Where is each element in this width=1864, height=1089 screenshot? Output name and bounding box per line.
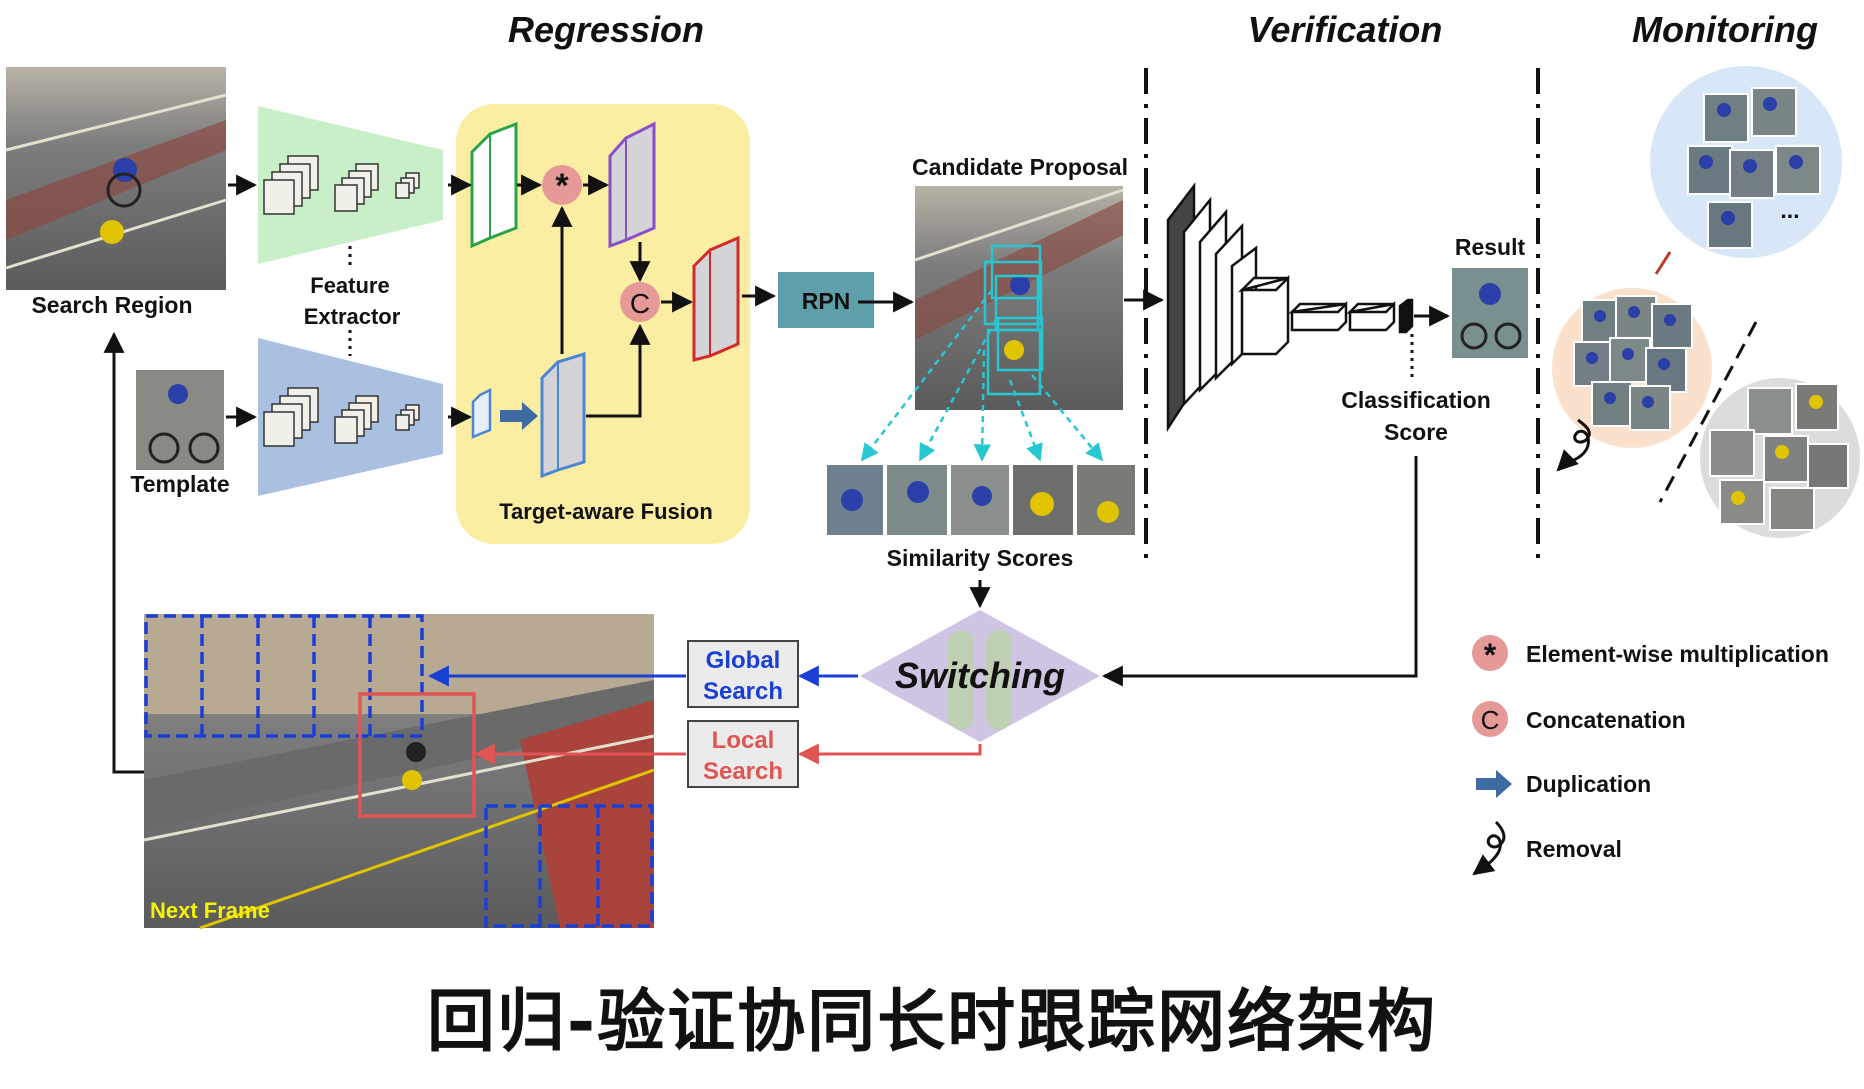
feature-block-blue (540, 351, 586, 479)
similarity-scores-label: Similarity Scores (887, 545, 1074, 571)
rpn-box (778, 272, 874, 328)
switching-toggle-right (986, 630, 1012, 730)
feature-maps-bottom (263, 387, 420, 447)
candidate-proposal-label: Candidate Proposal (912, 154, 1128, 180)
feature-block-purple (608, 121, 656, 249)
result-label: Result (1455, 234, 1526, 260)
feature-block-small-blue (471, 387, 492, 439)
template-image (136, 370, 224, 470)
op-concat-circle (620, 282, 660, 322)
monitor-pool-blue-patches (1687, 87, 1821, 249)
legend-concat-icon (1472, 701, 1508, 737)
op-multiply-symbol: * (555, 167, 569, 205)
legend-duplication-icon (1476, 770, 1512, 798)
global-search-grid-bottom (484, 804, 654, 928)
template-label: Template (130, 471, 229, 497)
next-frame-label: Next Frame (150, 898, 270, 923)
global-search-grid-top (144, 614, 424, 738)
legend-concat-label: Concatenation (1526, 707, 1686, 733)
monitor-pool-gray-patches (1709, 383, 1849, 531)
candidate-to-patch-arrows (860, 289, 1104, 462)
legend-multiply-icon (1472, 635, 1508, 671)
similarity-patches (825, 463, 1137, 537)
feature-maps-top (263, 155, 420, 215)
duplication-arrow (500, 402, 538, 430)
figure-caption: 回归-验证协同长时跟踪网络架构 (426, 983, 1438, 1062)
section-title-monitoring: Monitoring (1632, 9, 1818, 50)
arrow-blue-to-concat (586, 323, 651, 418)
global-search-box (687, 640, 799, 708)
monitor-divider (1658, 321, 1758, 503)
fusion-label: Target-aware Fusion (499, 499, 713, 524)
op-concat-symbol: C (630, 288, 650, 319)
switching-label: Switching (895, 655, 1065, 696)
classification-label-1: Classification (1341, 387, 1491, 413)
classification-label-2: Score (1384, 419, 1448, 445)
verification-network (1166, 182, 1414, 433)
result-image (1452, 268, 1528, 358)
search-region-image (5, 67, 227, 290)
monitor-link-red (1654, 251, 1672, 275)
monitor-pool-orange-patches (1573, 295, 1693, 431)
feature-extractor-label-2: Extractor (304, 304, 401, 329)
next-frame-image (143, 614, 655, 930)
local-search-box (687, 720, 799, 788)
rpn-label: RPN (802, 288, 851, 314)
section-title-verification: Verification (1248, 9, 1443, 50)
arrow-next-frame-to-search-region (103, 331, 144, 774)
local-search-label-2: Search (703, 758, 783, 785)
removal-icon-monitor (1556, 418, 1591, 472)
candidate-boxes (983, 244, 1044, 396)
legend-concat-symbol: C (1481, 705, 1500, 735)
feature-block-red (692, 235, 740, 362)
arrow-score-to-switching (1101, 456, 1418, 687)
op-multiply-circle (542, 165, 582, 205)
legend-removal-icon (1472, 820, 1506, 876)
section-title-regression: Regression (508, 9, 704, 50)
local-search-label-1: Local (712, 727, 775, 754)
monitor-ellipsis: ... (1780, 197, 1799, 223)
switching-toggle-left (948, 630, 974, 730)
search-region-label: Search Region (31, 292, 192, 318)
feature-extractor-label-1: Feature (310, 273, 389, 298)
global-search-label-2: Search (703, 678, 783, 705)
switching-diamond (860, 610, 1100, 742)
legend-multiply-label: Element-wise multiplication (1526, 641, 1829, 667)
legend-multiply-symbol: * (1484, 637, 1497, 673)
legend-removal-label: Removal (1526, 836, 1622, 862)
global-search-label-1: Global (706, 647, 781, 674)
feature-block-green (470, 121, 518, 249)
arrow-switch-to-local (797, 743, 982, 765)
legend-duplication-label: Duplication (1526, 771, 1651, 797)
fusion-panel (456, 104, 750, 544)
legend: * Element-wise multiplication C Concaten… (1472, 635, 1829, 876)
